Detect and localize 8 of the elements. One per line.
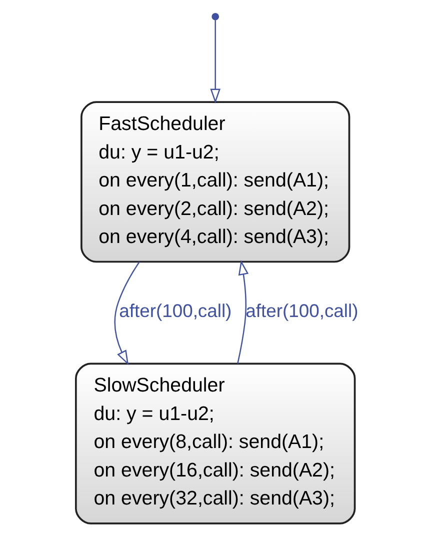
arrow xyxy=(114,262,140,366)
edge-label: after(100,call) xyxy=(245,300,358,322)
node-circle xyxy=(211,12,219,20)
node-box: FastScheduler du: y = u1-u2; on every(1,call): send(A1); on every(2,call): send(A2); on every(4,call): send(A3); xyxy=(80,101,350,263)
arrow xyxy=(236,260,248,364)
arrow xyxy=(210,20,220,104)
edge-label: after(100,call) xyxy=(118,300,232,322)
node-box: SlowScheduler du: y = u1-u2; on every(8,call): send(A1); on every(16,call): send(A2); on every(32,call): send(A3); xyxy=(74,362,356,524)
